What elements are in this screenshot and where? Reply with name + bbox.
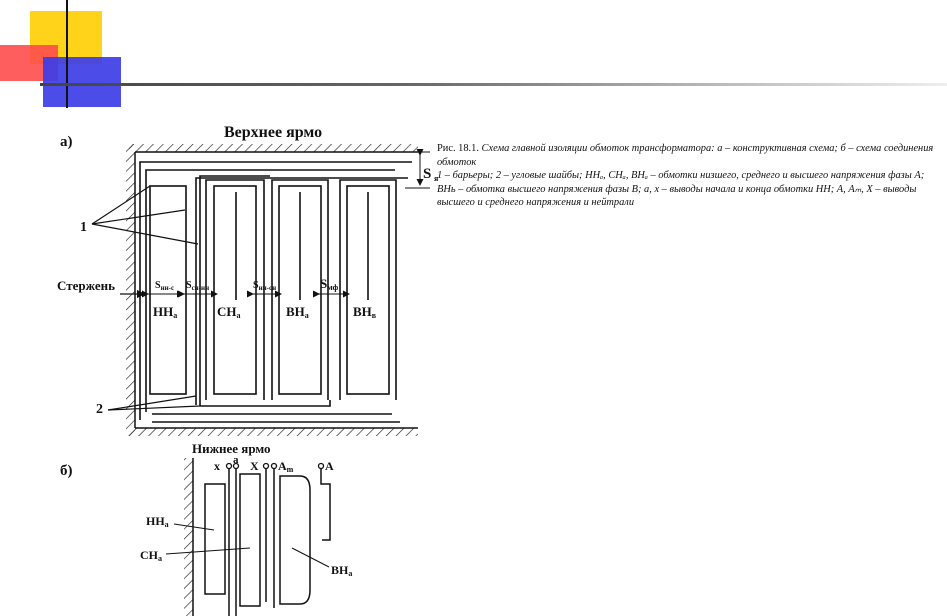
svg-text:ВНа: ВНа (331, 563, 352, 578)
top-yoke-label: Верхнее ярмо (224, 124, 322, 141)
winding-bh-b-sub: в (372, 311, 377, 320)
caption-title: Схема главной изоляции обмоток трансформ… (437, 143, 934, 168)
winding-ch-sub: а (237, 311, 241, 320)
decor-blue-square (43, 57, 121, 107)
core-hatch (126, 144, 135, 436)
svg-text:ВНв: ВНв (353, 304, 377, 320)
svg-text:Sсн-нн: Sсн-нн (186, 280, 209, 292)
winding-bh-b-label: ВН (353, 304, 372, 319)
svg-text:ВНа: ВНа (286, 304, 309, 320)
winding-b-ch-label: СН (140, 548, 159, 562)
winding-bh-a-label: ВН (286, 304, 305, 319)
label-b: б) (60, 463, 73, 479)
bottom-yoke-label: Нижнее ярмо (192, 441, 271, 456)
gap-1-sub: нн-с (161, 284, 175, 292)
terminal-Am: A (278, 459, 287, 473)
barriers (139, 161, 412, 423)
terminal-Am-sub: m (287, 465, 294, 474)
svg-text:ННа: ННа (153, 304, 177, 320)
core-wall-hatch (184, 458, 193, 616)
svg-text:Am: Am (278, 459, 294, 474)
winding-b-nh-label: НН (146, 514, 165, 528)
gap-2-sub: сн-нн (192, 284, 210, 292)
winding-bh-a-sub: а (305, 311, 309, 320)
terminal-X: X (250, 459, 259, 473)
connection-scheme (204, 466, 331, 616)
svg-text:СНа: СНа (217, 304, 241, 320)
s-yoke-label: S (423, 166, 431, 182)
decor-horizontal-rule (40, 83, 947, 86)
winding-nh-label: НН (153, 304, 173, 319)
terminal-x: x (214, 459, 220, 473)
winding-b-nh-sub: а (165, 520, 169, 529)
caption-number: Рис. 18.1. (437, 143, 479, 154)
gap-3-sub: нн-сн (259, 284, 277, 292)
svg-text:ННа: ННа (146, 514, 169, 529)
terminal-A: A (325, 459, 334, 473)
gap-2-label: S (186, 280, 192, 291)
winding-b-bh-label: ВН (331, 563, 349, 577)
label-a: а) (60, 134, 73, 150)
caption-body: 1 – барьеры; 2 – угловые шайбы; ННₐ, СНₐ… (437, 170, 925, 209)
svg-text:Sнн-с: Sнн-с (155, 280, 174, 292)
decor-vertical-line (66, 0, 68, 108)
winding-b-bh-sub: а (348, 569, 352, 578)
bottom-yoke-hatch (129, 428, 418, 436)
winding-bh-a (271, 179, 329, 400)
core-label: Стержень (57, 278, 115, 293)
winding-nh (149, 185, 187, 395)
winding-ch (199, 175, 270, 406)
winding-b-ch-sub: а (158, 554, 162, 563)
winding-nh-sub: а (173, 311, 177, 320)
callout-1: 1 (80, 220, 87, 235)
svg-text:СНа: СНа (140, 548, 162, 563)
gap-1-label: S (155, 280, 161, 291)
gap-4-sub: мф (327, 283, 338, 292)
terminal-a: a (233, 454, 239, 466)
winding-ch-label: СН (217, 304, 237, 319)
figure-caption: Рис. 18.1. Схема главной изоляции обмото… (437, 142, 942, 210)
svg-text:Sнн-сн: Sнн-сн (253, 280, 276, 292)
gap-3-label: S (253, 280, 259, 291)
top-yoke-hatch (129, 144, 418, 152)
winding-bh-b (339, 179, 397, 400)
svg-text:Sмф: Sмф (320, 276, 339, 292)
s-yoke-sub: я (434, 174, 439, 183)
callout-2: 2 (96, 402, 103, 417)
gap-4-label: S (320, 276, 327, 291)
